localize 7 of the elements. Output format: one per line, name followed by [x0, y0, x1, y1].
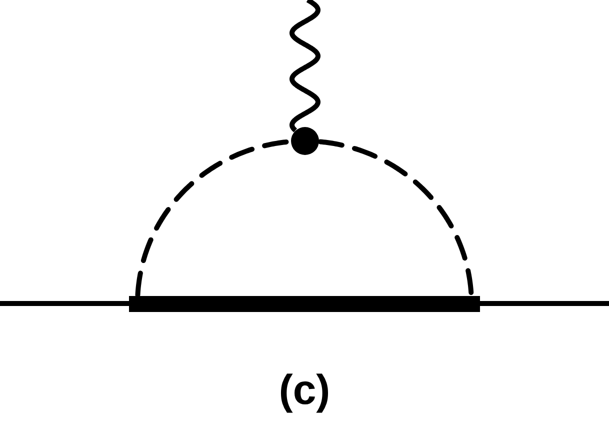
wavy-line: [290, 0, 320, 133]
vertex-dot: [291, 127, 319, 155]
caption: (c): [278, 365, 330, 415]
solid-line: [480, 301, 609, 306]
thick-bar: [129, 296, 480, 312]
dashed-arc: [318, 139, 474, 298]
solid-line: [0, 301, 129, 306]
